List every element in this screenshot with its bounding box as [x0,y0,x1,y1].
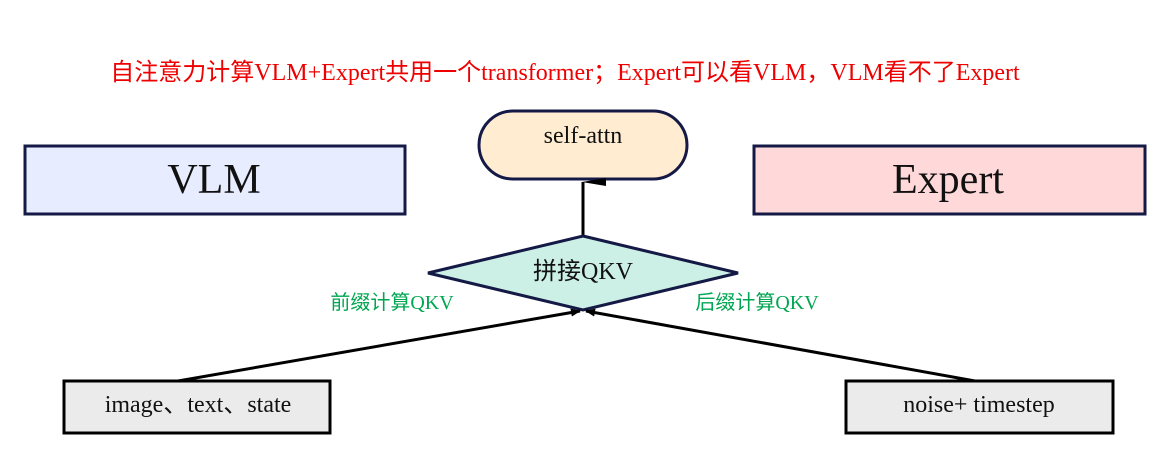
expert-inputs-node: noise+ timestep [844,379,1115,435]
expert-box [752,144,1147,216]
vlm-box [23,144,407,216]
concat-qkv-label: 拼接QKV [533,258,634,285]
expert-node: Expert [752,144,1147,216]
vlm-label: VLM [167,157,260,203]
self-attn-node: self-attn [477,109,689,181]
diagram-title: 自注意力计算VLM+Expert共用一个transformer；Expert可以… [110,59,1020,86]
self-attn-label: self-attn [544,123,623,149]
arrow-expert-inputs-to-concat [585,308,976,383]
expert-inputs-label: noise+ timestep [903,392,1055,418]
vlm-inputs-box [62,379,332,435]
vlm-node: VLM [23,144,407,216]
suffix-qkv-label: 后缀计算QKV [695,291,819,314]
vlm-inputs-label: image、text、state [105,392,292,418]
arrow-vlm-inputs-to-concat [177,308,581,383]
expert-inputs-box [844,379,1115,435]
concat-qkv-diamond [427,234,739,312]
expert-label: Expert [892,157,1004,203]
concat-qkv-node: 拼接QKV [427,234,739,312]
prefix-qkv-label: 前缀计算QKV [330,291,454,314]
vlm-inputs-node: image、text、state [62,379,332,435]
